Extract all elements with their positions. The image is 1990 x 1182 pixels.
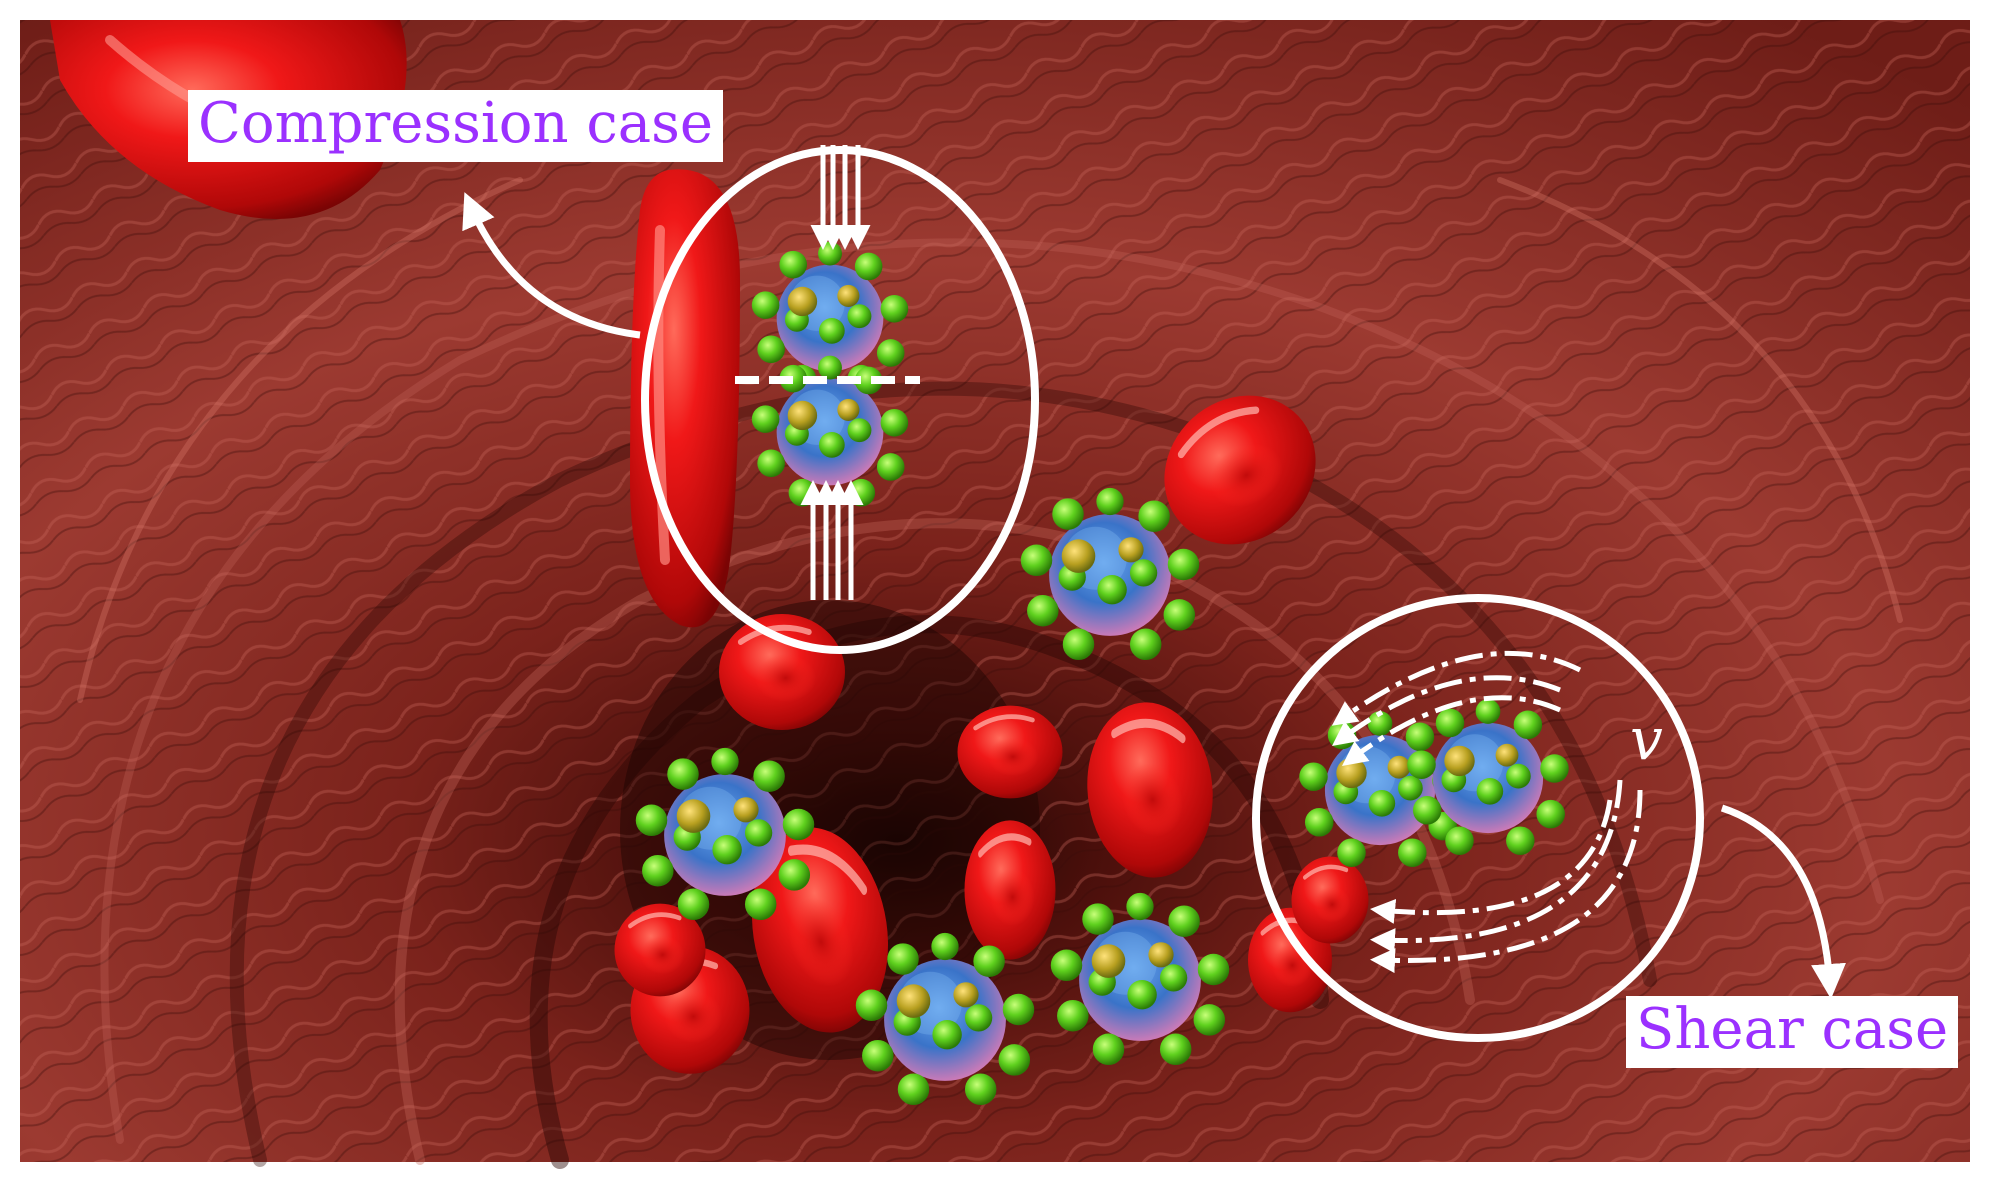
- shear-case-label: Shear case: [1626, 996, 1959, 1068]
- red-blood-cell-icon: [719, 614, 845, 730]
- red-blood-cell-icon: [1292, 857, 1369, 944]
- red-blood-cell-icon: [958, 706, 1063, 799]
- compression-ellipse: [641, 146, 1039, 654]
- shear-case: [1252, 594, 1847, 1042]
- compression-arrows-icon: [800, 145, 871, 600]
- compression-case: [462, 145, 1039, 654]
- velocity-symbol: v: [1630, 705, 1663, 773]
- shear-ellipse: [1252, 594, 1704, 1042]
- compression-case-label: Compression case: [188, 90, 724, 162]
- red-blood-cell-icon: [965, 820, 1056, 959]
- shear-arrows-icon: [1331, 650, 1643, 974]
- shear-pointer-arrow: [1720, 804, 1847, 999]
- compression-pointer-arrow: [462, 192, 641, 339]
